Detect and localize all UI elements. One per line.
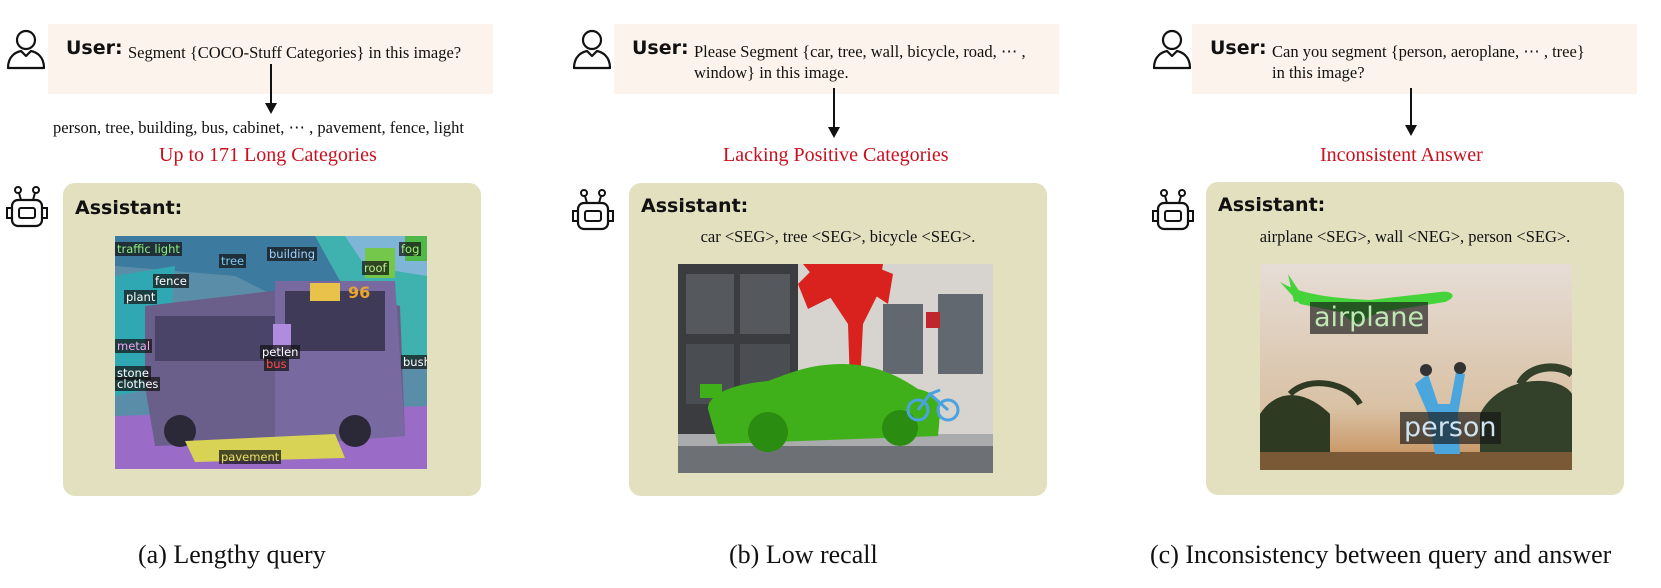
label-bus: bus [264,357,289,371]
car-scene [678,264,993,473]
user-query-line2: window} in this image. [694,63,849,82]
label-person: person [1400,412,1501,444]
segmentation-result-image [678,264,993,473]
assistant-response-box: Assistant: car <SEG>, tree <SEG>, bicycl… [629,183,1047,496]
user-query-box: User: Can you segment {person, aeroplane… [1192,24,1637,94]
label-traffic-light: traffic light [115,242,182,256]
panel-b: User: Please Segment {car, tree, wall, b… [566,0,1086,588]
label-fence: fence [153,274,189,288]
expanded-categories: person, tree, building, bus, cabinet, ⋯ … [53,118,465,137]
caption-a: (a) Lengthy query [138,540,326,569]
label-pavement: pavement [219,450,282,464]
user-query-line2: in this image? [1272,63,1365,82]
label-plant: plant [124,290,158,304]
issue-label: Lacking Positive Categories [723,144,949,166]
caption-c: (c) Inconsistency between query and answ… [1150,540,1612,569]
label-tree: tree [219,254,247,268]
label-building: building [267,247,318,261]
label-metal: metal [115,339,153,353]
panel-c: User: Can you segment {person, aeroplane… [1146,0,1661,588]
label-person: petlen [260,345,301,359]
panel-a: User: Segment {COCO-Stuff Categories} in… [0,0,560,588]
assistant-response-box: Assistant: airplane <SEG>, wall <NEG>, p… [1206,182,1624,495]
caption-b: (b) Low recall [729,540,878,569]
user-label: User: [632,37,689,59]
bus-number: 96 [348,283,370,302]
user-label: User: [66,37,123,59]
issue-label: Inconsistent Answer [1320,144,1483,166]
airplane-person-scene [1260,264,1572,470]
robot-icon [6,186,48,228]
issue-label: Up to 171 Long Categories [159,144,377,166]
assistant-answer: airplane <SEG>, wall <NEG>, person <SEG>… [1259,227,1571,246]
user-query-text: Segment {COCO-Stuff Categories} in this … [128,43,462,62]
query-arrow [265,64,277,114]
user-query-line1: Can you segment {person, aeroplane, ⋯ , … [1272,42,1585,61]
user-icon [572,29,612,70]
assistant-response-box: Assistant: 96 [63,183,481,496]
assistant-label: Assistant: [75,197,183,219]
label-bush: bush [401,355,427,369]
assistant-answer: car <SEG>, tree <SEG>, bicycle <SEG>. [700,227,976,246]
assistant-label: Assistant: [1218,194,1326,216]
label-fog: fog [399,242,422,256]
label-stone: stone [115,366,151,380]
query-arrow [1405,88,1417,136]
bus-scene: 96 [115,236,427,469]
segmentation-result-image: 96 traffic light tree building fog roof … [115,236,427,469]
user-query-box: User: Please Segment {car, tree, wall, b… [614,24,1059,94]
query-arrow [828,88,840,138]
robot-icon [572,189,614,231]
user-icon [6,29,46,70]
user-icon [1152,29,1192,70]
user-query-line1: Please Segment {car, tree, wall, bicycle… [694,42,1026,61]
robot-icon [1152,189,1194,231]
assistant-label: Assistant: [641,195,749,217]
label-airplane: airplane [1310,302,1429,334]
segmentation-result-image: airplane person [1260,264,1572,470]
label-clothes: clothes [115,377,161,391]
label-roof: roof [362,261,389,275]
user-label: User: [1210,37,1267,59]
